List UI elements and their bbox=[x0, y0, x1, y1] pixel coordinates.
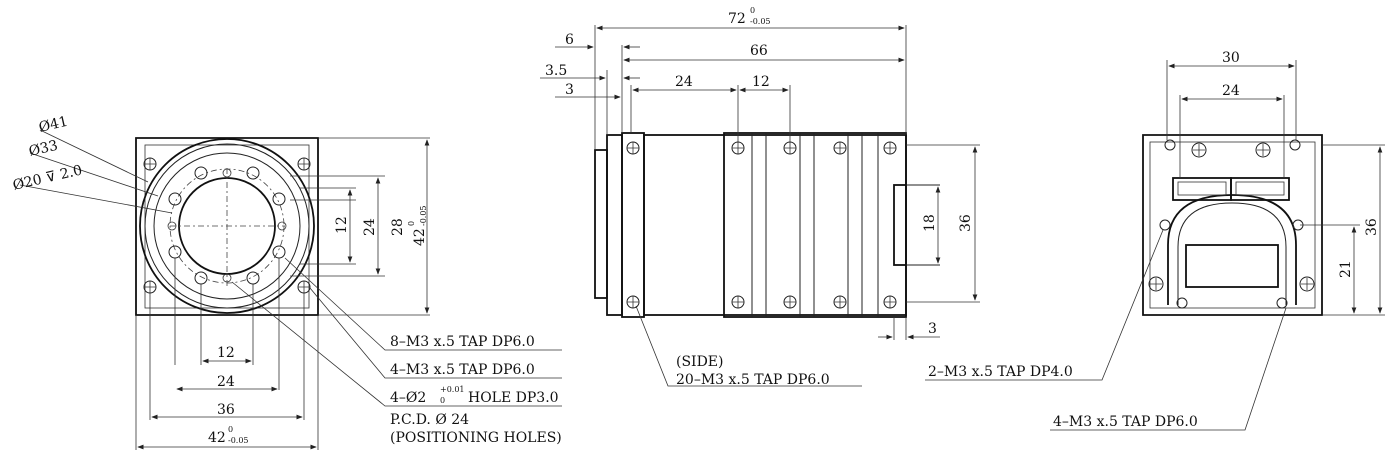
front-callout-3b: HOLE DP3.0 bbox=[468, 390, 559, 406]
front-v42-tol-bot: -0.05 bbox=[419, 205, 428, 226]
front-view: Ø41 Ø33 Ø20 ⊽ 2.0 12 24 28 42 0 -0.05 12 bbox=[11, 114, 562, 450]
front-v24-label: 24 bbox=[362, 218, 378, 236]
side-fin-block bbox=[723, 132, 907, 318]
front-callout-4: P.C.D. Ø 24 bbox=[390, 412, 469, 428]
rear-connector-1 bbox=[1172, 177, 1232, 201]
side-front-flange bbox=[606, 134, 623, 316]
front-callout-5: (POSITIONING HOLES) bbox=[390, 430, 562, 446]
dia-33-label: Ø33 bbox=[27, 138, 59, 160]
rear-connector-2 bbox=[1230, 177, 1290, 201]
rear-callout-2: 4–M3 x.5 TAP DP6.0 bbox=[1053, 414, 1198, 430]
side-lens-mount bbox=[594, 149, 608, 299]
side-v36-label: 36 bbox=[958, 214, 974, 232]
front-callout-1: 8–M3 x.5 TAP DP6.0 bbox=[390, 334, 535, 350]
side-d72-tol-bot: -0.05 bbox=[750, 17, 771, 26]
front-h36-label: 36 bbox=[217, 402, 235, 418]
side-fins bbox=[751, 133, 879, 317]
front-ring-3 bbox=[153, 152, 301, 300]
rear-screws bbox=[1148, 139, 1315, 309]
side-d72-label: 72 bbox=[728, 11, 746, 27]
side-label-1: (SIDE) bbox=[676, 354, 724, 370]
front-outer-ring bbox=[139, 138, 315, 314]
side-label-2: 20–M3 x.5 TAP DP6.0 bbox=[676, 372, 830, 388]
front-callout-3-tol-top: +0.01 bbox=[440, 385, 465, 394]
rear-d24-label: 24 bbox=[1222, 83, 1240, 99]
front-h12-label: 12 bbox=[217, 345, 235, 361]
side-d12-label: 12 bbox=[752, 74, 770, 90]
rear-v21-label: 21 bbox=[1338, 260, 1354, 278]
side-v18-label: 18 bbox=[922, 214, 938, 232]
front-callout-2: 4–M3 x.5 TAP DP6.0 bbox=[390, 362, 535, 378]
rear-housing bbox=[1167, 194, 1297, 305]
front-h42-tol-top: 0 bbox=[228, 425, 233, 434]
front-callout-3a: 4–Ø2 bbox=[390, 390, 426, 406]
side-d35-label: 3.5 bbox=[545, 63, 567, 79]
rear-callout-1: 2–M3 x.5 TAP DP4.0 bbox=[928, 364, 1073, 380]
side-d72-tol-top: 0 bbox=[750, 6, 755, 15]
side-view: 72 0 -0.05 6 66 3.5 3 24 12 18 36 3 (SID… bbox=[540, 6, 980, 388]
rear-view: 30 24 36 21 2–M3 x.5 TAP DP4.0 4–M3 x.5 … bbox=[925, 50, 1385, 431]
side-front-plate bbox=[621, 132, 645, 318]
dia-41-label: Ø41 bbox=[37, 114, 69, 136]
rear-d30-label: 30 bbox=[1222, 50, 1240, 66]
side-body bbox=[643, 134, 907, 316]
dia-20-label: Ø20 ⊽ 2.0 bbox=[11, 162, 84, 193]
side-connector bbox=[893, 184, 907, 266]
rear-inner-plate bbox=[1149, 141, 1316, 309]
front-v12-label: 12 bbox=[334, 216, 350, 234]
front-v42-label: 42 bbox=[412, 228, 428, 246]
side-d24-label: 24 bbox=[675, 74, 693, 90]
side-d6-label: 6 bbox=[565, 32, 574, 48]
front-ring-2 bbox=[144, 143, 310, 309]
front-h42-label: 42 bbox=[208, 430, 226, 446]
rear-window bbox=[1185, 244, 1279, 288]
side-d3b-label: 3 bbox=[928, 321, 937, 337]
rear-v36-label: 36 bbox=[1364, 218, 1380, 236]
front-h24-label: 24 bbox=[217, 374, 235, 390]
front-v28-label: 28 bbox=[390, 218, 406, 236]
side-screws bbox=[626, 141, 897, 309]
side-d66-label: 66 bbox=[750, 43, 768, 59]
front-v42-tol-top: 0 bbox=[407, 221, 416, 226]
front-h42-tol-bot: -0.05 bbox=[228, 436, 249, 445]
side-d3a-label: 3 bbox=[565, 82, 574, 98]
front-callout-3-tol-bot: 0 bbox=[440, 396, 445, 405]
